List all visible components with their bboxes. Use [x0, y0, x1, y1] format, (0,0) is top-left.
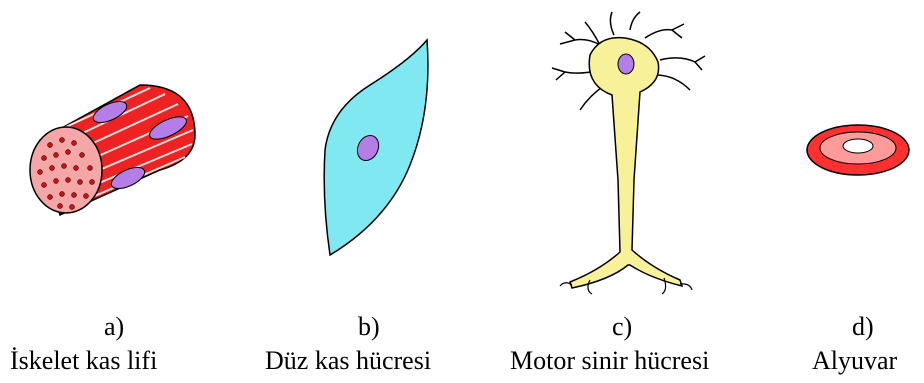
smooth-muscle-cell-icon: [324, 40, 428, 255]
red-blood-cell-icon: [807, 125, 909, 175]
label-b-name: Düz kas hücresi: [265, 346, 431, 376]
label-d-name: Alyuvar: [812, 346, 924, 376]
label-b-letter: b): [358, 312, 380, 342]
label-a-name: İskelet kas lifi: [10, 346, 157, 376]
skeletal-muscle-fiber-icon: [30, 85, 195, 215]
label-c-name: Motor sinir hücresi: [510, 346, 709, 376]
label-a-letter: a): [104, 312, 124, 342]
label-c-letter: c): [612, 312, 632, 342]
motor-neuron-icon: [552, 12, 705, 294]
label-d-letter: d): [852, 312, 874, 342]
